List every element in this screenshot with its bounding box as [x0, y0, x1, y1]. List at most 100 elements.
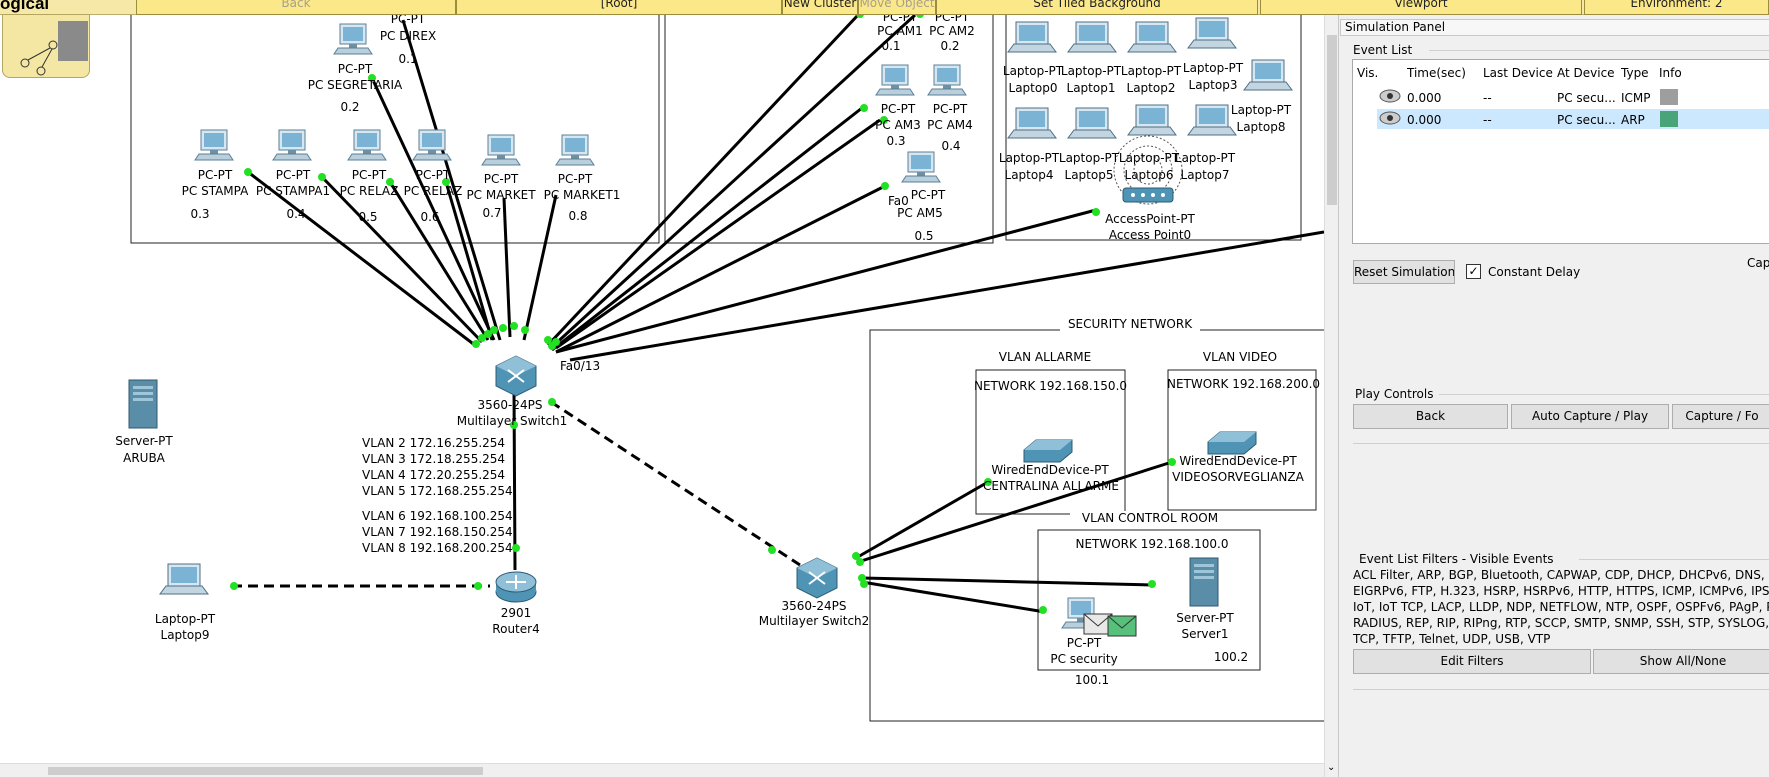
environment-button[interactable]: Environment: 2 [1584, 0, 1769, 15]
col-info: Info [1659, 66, 1682, 80]
back-step-button[interactable]: Back [1353, 404, 1508, 429]
pc-security-name: PC security [1050, 652, 1118, 666]
laptop7-name: Laptop7 [1180, 168, 1230, 182]
back-button[interactable]: Back [136, 0, 456, 15]
access-point-name: Access Point0 [1108, 228, 1192, 242]
event-filters-label: Event List Filters - Visible Events [1359, 552, 1554, 566]
server-aruba-name: ARUBA [123, 451, 165, 465]
vlan-item: VLAN 8 192.168.200.254 [362, 541, 513, 555]
vlan-item: VLAN 7 192.168.150.254 [362, 525, 513, 539]
pc-am2-ip: 0.2 [940, 39, 960, 53]
server1-type: Server-PT [1176, 611, 1234, 625]
server1-ip: 100.2 [1213, 650, 1249, 664]
pc-stampa-ip: 0.3 [190, 207, 210, 221]
pc-segretaria-ip: 0.2 [340, 100, 360, 114]
pc-stampa1-type: PC-PT [275, 168, 311, 182]
pc-am2-name: PC AM2 [929, 24, 975, 38]
horizontal-scrollbar[interactable] [0, 763, 1324, 777]
logical-view-icon[interactable] [2, 14, 90, 78]
pc-market-type: PC-PT [483, 172, 519, 186]
filters-line: TCP, TFTP, Telnet, UDP, USB, VTP [1353, 632, 1551, 646]
laptop1-icon [1067, 21, 1117, 53]
simulation-panel-title: Simulation Panel [1340, 19, 1769, 36]
auto-capture-play-button[interactable]: Auto Capture / Play [1511, 404, 1669, 429]
laptop7-type: Laptop-PT [1174, 151, 1236, 165]
pc-direx-name: PC DIREX [379, 29, 437, 43]
capture-forward-button[interactable]: Capture / Fo [1672, 404, 1769, 429]
pc-market1-ip: 0.8 [568, 209, 588, 223]
eye-icon[interactable] [1379, 111, 1401, 128]
router4-type: 2901 [500, 606, 532, 620]
pc-am3-ip: 0.3 [886, 134, 906, 148]
laptop2-icon [1127, 21, 1177, 53]
pc-relaz2-name: PC RELAZ [403, 184, 463, 198]
security-network-title: SECURITY NETWORK [1060, 317, 1200, 331]
area-vlan-control [1037, 529, 1261, 671]
switch2-name: Multilayer Switch2 [758, 614, 870, 628]
access-point-type: AccessPoint-PT [1105, 212, 1195, 226]
laptop3-icon [1187, 17, 1237, 49]
pdu-envelope-icon [1083, 613, 1137, 637]
pc-stampa1-name: PC STAMPA1 [255, 184, 331, 198]
filters-line: ACL Filter, ARP, BGP, Bluetooth, CAPWAP,… [1353, 568, 1769, 582]
pc-stampa-type: PC-PT [197, 168, 233, 182]
pc-relaz2-type: PC-PT [415, 168, 451, 182]
pc-relaz-icon [347, 129, 387, 161]
vertical-scrollbar[interactable]: ⌄ [1324, 15, 1338, 777]
pc-segretaria-type: PC-PT [337, 62, 373, 76]
pc-stampa-name: PC STAMPA [181, 184, 249, 198]
pc-stampa1-icon [272, 129, 312, 161]
vlan-video-title: VLAN VIDEO [1202, 350, 1278, 364]
switch1-icon [495, 355, 537, 397]
logical-workspace[interactable]: PC-PT PC DIREX 0.1 PC-PT PC SEGRETARIA 0… [0, 0, 1324, 777]
constant-delay-checkbox[interactable]: ✓ [1466, 264, 1481, 279]
vlan-item: VLAN 2 172.16.255.254 [362, 436, 506, 450]
event-row[interactable]: 0.000 -- PC secu... ARP [1377, 109, 1769, 129]
pc-stampa1-ip: 0.4 [286, 207, 306, 221]
pc-am1-name: PC AM1 [877, 24, 923, 38]
reset-simulation-button[interactable]: Reset Simulation [1353, 260, 1455, 284]
laptop2-name: Laptop2 [1126, 81, 1176, 95]
laptop9-icon [159, 563, 209, 595]
pc-am1-ip: 0.1 [881, 39, 901, 53]
move-object-button[interactable]: Move Object [858, 0, 936, 15]
set-tiled-background-button[interactable]: Set Tiled Background [936, 0, 1258, 15]
vlan-item: VLAN 5 172.168.255.254 [362, 484, 513, 498]
event-row[interactable]: 0.000 -- PC secu... ICMP [1377, 87, 1769, 107]
event-last-device: -- [1483, 113, 1492, 127]
col-at-device: At Device [1557, 66, 1615, 80]
switch2-icon [796, 557, 838, 599]
links [247, 13, 1324, 614]
root-button[interactable]: [Root] [456, 0, 782, 15]
pc-relaz-ip: 0.5 [358, 210, 378, 224]
pc-stampa-icon [194, 129, 234, 161]
videosorv-name: VIDEOSORVEGLIANZA [1172, 470, 1304, 484]
pc-am5-ip: 0.5 [914, 229, 934, 243]
laptop5-name: Laptop5 [1064, 168, 1114, 182]
event-type: ICMP [1621, 91, 1651, 105]
vlan-item: VLAN 4 172.20.255.254 [362, 468, 506, 482]
vlan-video-network: NETWORK 192.168.200.0 [1167, 377, 1321, 391]
switch1-name: Multilayer Switch1 [456, 414, 568, 428]
event-list-label: Event List [1353, 43, 1413, 57]
new-cluster-button[interactable]: New Cluster [782, 0, 858, 15]
area-office-1 [130, 0, 660, 244]
event-list-table: Vis. Time(sec) Last Device At Device Typ… [1352, 59, 1769, 244]
edit-filters-button[interactable]: Edit Filters [1353, 649, 1591, 674]
pc-am3-type: PC-PT [880, 102, 916, 116]
event-color-swatch [1660, 89, 1678, 105]
viewport-button[interactable]: Viewport [1260, 0, 1582, 15]
scroll-down-icon[interactable]: ⌄ [1327, 762, 1336, 773]
vlan-control-title: VLAN CONTROL ROOM [1070, 511, 1230, 525]
eye-icon[interactable] [1379, 89, 1401, 106]
server-aruba-icon [128, 379, 158, 429]
laptop0-name: Laptop0 [1008, 81, 1058, 95]
col-vis: Vis. [1357, 66, 1379, 80]
show-all-none-button[interactable]: Show All/None [1593, 649, 1769, 674]
laptop0-icon [1007, 21, 1057, 53]
pc-direx-ip: 0.1 [398, 52, 418, 66]
pc-am5-name: PC AM5 [897, 206, 943, 220]
event-at-device: PC secu... [1557, 91, 1616, 105]
vlan-allarme-network: NETWORK 192.168.150.0 [974, 379, 1128, 393]
pc-am3-icon [875, 64, 915, 96]
